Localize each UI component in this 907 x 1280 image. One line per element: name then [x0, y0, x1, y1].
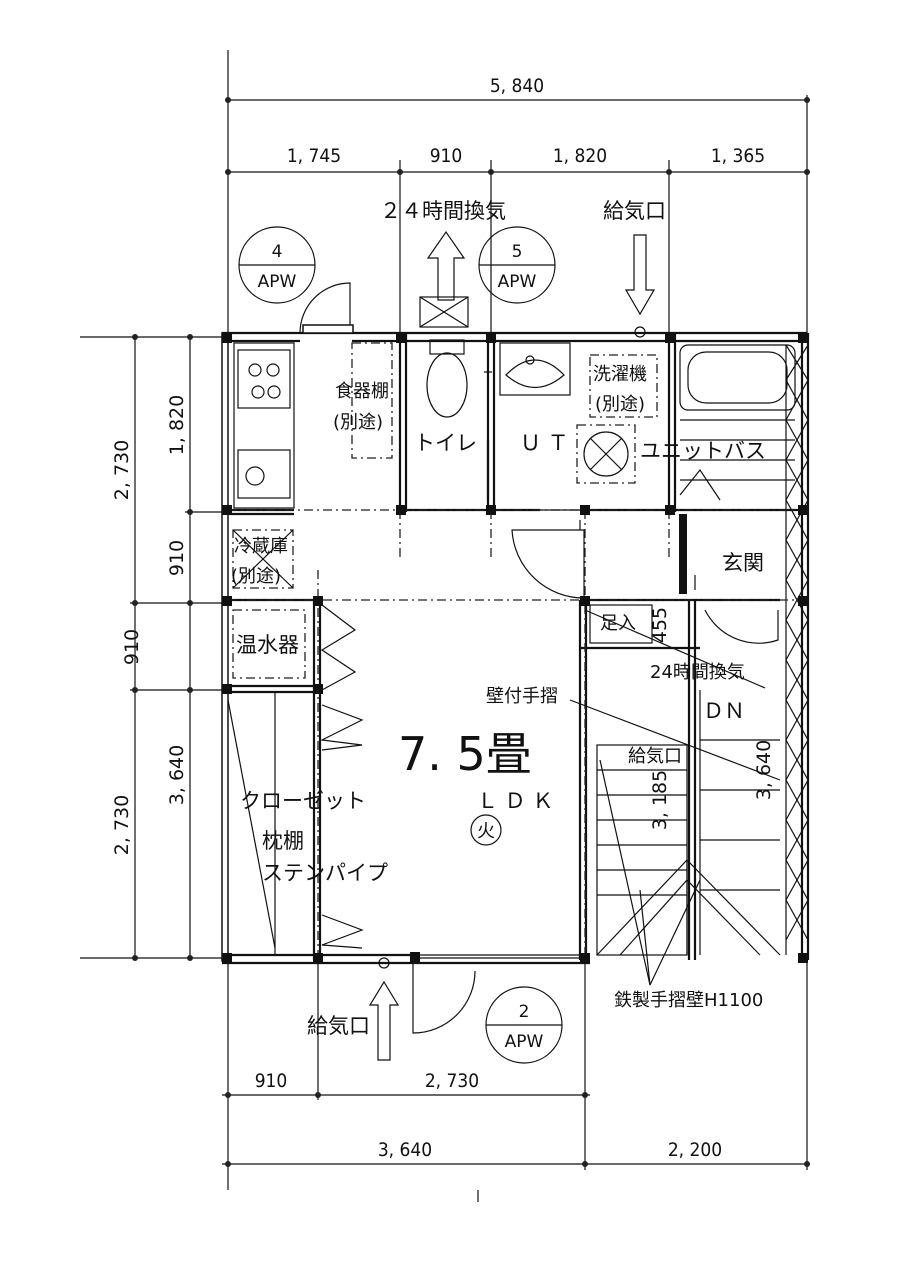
wall-handrail-label: 壁付手摺: [486, 686, 558, 707]
entrance-door: [704, 609, 779, 644]
closet-folding-doors: [227, 604, 364, 955]
fridge: 冷蔵庫 (別途): [231, 529, 294, 589]
exhaust-arrow-icon: [419, 230, 469, 328]
svg-text:食器棚: 食器棚: [335, 381, 389, 402]
svg-text:APW: APW: [505, 1032, 544, 1052]
apw-mark-5: 5 APW: [478, 226, 556, 304]
toilet-fixture: [426, 339, 468, 418]
ldk-size-label: 7. 5畳: [398, 727, 532, 781]
svg-text:冷蔵庫: 冷蔵庫: [234, 536, 288, 557]
dim-left-inner-3: 910: [121, 629, 143, 665]
dim-bottom-total-1: 3, 640: [378, 1139, 432, 1161]
ut-door: [511, 509, 585, 599]
svg-text:洗濯機: 洗濯機: [593, 364, 647, 385]
svg-text:(別途): (別途): [333, 412, 383, 433]
dim-bottom-total-2: 2, 200: [668, 1139, 722, 1161]
steel-handrail-label: 鉄製手摺壁H1100: [614, 990, 763, 1011]
floor-drain-icon: [576, 424, 636, 484]
apw-mark-4: 4 APW: [238, 226, 316, 304]
vent-24h-right-label: 24時間換気: [650, 662, 745, 683]
closet-label: クローゼット: [240, 789, 366, 813]
svg-text:足入: 足入: [600, 613, 636, 634]
grid-lines: [228, 509, 808, 960]
unit-bath-label: ユニットバス: [640, 439, 766, 463]
air-inlet-top-label: 給気口: [603, 199, 666, 223]
structural-posts: [222, 333, 808, 963]
vent-24h-top-label: ２４時間換気: [380, 199, 506, 223]
air-inlet-bottom-label: 給気口: [307, 1014, 370, 1038]
bathtub: [679, 344, 796, 501]
water-heater: 温水器: [232, 609, 306, 679]
kitchen-counter: [233, 342, 295, 509]
bottom-door: [378, 957, 476, 1034]
svg-text:温水器: 温水器: [236, 633, 299, 657]
dim-total-top: 5, 840: [490, 75, 544, 97]
pillow-shelf-label: 枕棚: [262, 829, 304, 853]
svg-text:APW: APW: [258, 272, 297, 292]
bottom-dimensions: 910 2, 730 3, 640 2, 200: [222, 960, 810, 1202]
dim-left-outer-1: 2, 730: [111, 440, 133, 500]
dim-bottom-seg-2: 2, 730: [425, 1070, 479, 1092]
dim-left-inner-2: 910: [166, 540, 188, 576]
svg-text:2: 2: [519, 1002, 530, 1022]
washbasin: [499, 342, 571, 396]
apw-mark-2: 2 APW: [485, 986, 563, 1064]
stair-dim-b: 3, 640: [753, 740, 775, 800]
top-dimensions: 5, 840 1, 745 910 1, 820 1, 365: [225, 50, 810, 340]
svg-text:455: 455: [649, 607, 671, 643]
dim-top-seg-4: 1, 365: [711, 145, 765, 167]
air-inlet-bottom-arrow-icon: [368, 980, 400, 1061]
dim-top-seg-2: 910: [430, 145, 463, 167]
handrail-leaders: [569, 609, 781, 986]
stair-dim-a: 3, 185: [649, 770, 671, 830]
air-inlet-stair-label: 給気口: [628, 746, 682, 767]
staircase: [596, 690, 781, 956]
svg-text:(別途): (別途): [231, 566, 281, 587]
dim-top-seg-3: 1, 820: [553, 145, 607, 167]
down-label: ＤＮ: [703, 699, 745, 723]
dim-top-seg-1: 1, 745: [287, 145, 341, 167]
interior-walls: [228, 333, 808, 960]
washing-machine: 洗濯機 (別途): [589, 354, 658, 418]
air-inlet-arrow-icon: [624, 234, 656, 338]
toilet-label: トイレ: [414, 431, 477, 455]
foot-entry: 足入 455: [589, 604, 671, 644]
top-door: [299, 282, 354, 334]
svg-text:APW: APW: [498, 272, 537, 292]
svg-text:(別途): (別途): [595, 394, 645, 415]
dim-bottom-seg-1: 910: [255, 1070, 288, 1092]
tableware-shelf: 食器棚 (別途): [333, 342, 393, 459]
ldk-label: Ｌ Ｄ Ｋ: [477, 789, 553, 813]
svg-text:火: 火: [477, 821, 495, 842]
entrance-label: 玄関: [722, 551, 764, 575]
left-dimensions: 2, 730 2, 730 1, 820 910 910 3, 640: [80, 334, 228, 961]
dim-left-inner-1: 1, 820: [166, 395, 188, 455]
fire-alarm-icon: 火: [470, 814, 502, 846]
dim-left-outer-2: 2, 730: [111, 795, 133, 855]
dim-left-inner-4: 3, 640: [166, 745, 188, 805]
svg-text:4: 4: [272, 242, 283, 262]
svg-text:5: 5: [512, 242, 523, 262]
stainless-pipe-label: ステンパイプ: [262, 861, 388, 885]
ut-label: Ｕ Ｔ: [520, 431, 569, 455]
